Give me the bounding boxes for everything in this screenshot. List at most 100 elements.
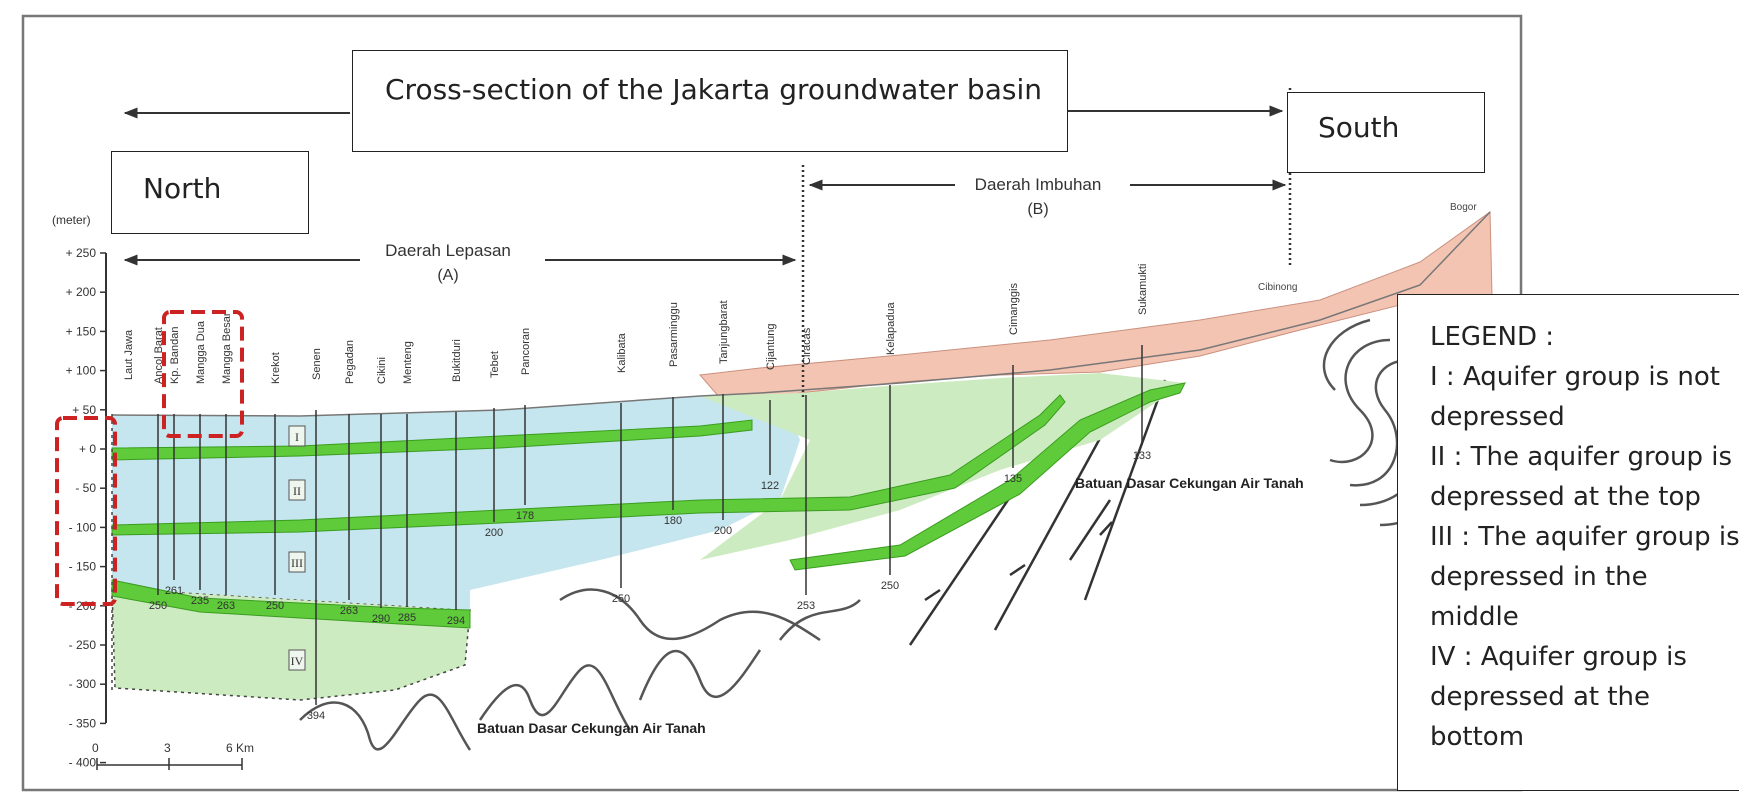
depth-axis-tick-label: + 50	[72, 403, 96, 417]
well-name: Kp. Bandan	[169, 327, 181, 385]
highlight-wells	[162, 310, 244, 438]
depth-axis-tick-label: + 150	[66, 324, 97, 338]
well-name: Laut Jawa	[123, 329, 135, 380]
well-depth-label: 263	[340, 605, 358, 617]
scale-tick-6km: 6 Km	[226, 741, 254, 755]
legend-line: middle	[1430, 602, 1519, 632]
well-depth-label: 250	[612, 593, 630, 605]
well-depth-label: 135	[1004, 473, 1022, 485]
scale-bar	[96, 758, 243, 770]
highlight-depth-range	[55, 416, 117, 606]
depth-axis-tick-label: + 0	[79, 442, 96, 456]
well-name: Pegadan	[344, 340, 356, 384]
well-depth-label: 122	[761, 480, 779, 492]
north-label: North	[143, 172, 222, 205]
well-depth-label: 261	[165, 585, 183, 597]
depth-axis-tick-label: - 400	[69, 756, 97, 770]
well-name: Cimanggis	[1008, 283, 1020, 335]
depth-axis-tick-label: - 50	[75, 481, 96, 495]
well-depth-label: 200	[714, 525, 732, 537]
well-name: Bukitduri	[451, 339, 463, 382]
well-name: Senen	[311, 348, 323, 380]
well-depth-label: 200	[485, 527, 503, 539]
scale-tick-3: 3	[164, 741, 171, 755]
well-name: Cikini	[376, 357, 388, 384]
depth-axis: (meter) + 250 + 200 + 150 + 100 + 50 + 0 - 50 -…	[52, 213, 107, 770]
legend-line: depressed at the top	[1430, 482, 1701, 512]
well-depth-label: 250	[149, 600, 167, 612]
well-name: Kalibata	[616, 332, 628, 373]
well-name: Pancoran	[520, 328, 532, 375]
well-depth-label: 285	[398, 612, 416, 624]
aquifer-marker-label: II	[293, 484, 301, 498]
depth-axis-tick-label: + 250	[66, 246, 97, 260]
aquifer-marker-label: I	[295, 430, 299, 444]
bedrock-label-lower: Batuan Dasar Cekungan Air Tanah	[477, 720, 706, 736]
legend-line: IV : Aquifer group is	[1430, 642, 1687, 672]
well-depth-label: 253	[797, 600, 815, 612]
legend-heading: LEGEND :	[1430, 322, 1554, 352]
south-label-box: South	[1287, 92, 1485, 173]
town-label-bogor: Bogor	[1450, 202, 1477, 213]
well-depth-label: 133	[1133, 450, 1151, 462]
well-name: Kelapadua	[885, 302, 897, 355]
well-depth-label: 180	[664, 515, 682, 527]
depth-axis-tick-label: - 350	[69, 716, 97, 730]
zone-boundaries	[801, 88, 1292, 398]
town-label-cibinong: Cibinong	[1258, 282, 1297, 293]
zone-discharge-code: (A)	[437, 267, 458, 284]
aquifer-marker-box	[288, 649, 306, 671]
well-name: Krekot	[270, 352, 282, 384]
faults	[908, 379, 1167, 646]
well-name: Sukamukti	[1137, 264, 1149, 315]
aquifer-marker-box	[288, 479, 306, 501]
legend-line: bottom	[1430, 722, 1525, 752]
zone-recharge-code: (B)	[1027, 201, 1048, 218]
zone-discharge-name: Daerah Lepasan	[385, 241, 511, 260]
bedrock-label-right: Batuan Dasar Cekungan Air Tanah	[1075, 475, 1304, 491]
well-depth-label: 294	[447, 615, 465, 627]
legend-line: II : The aquifer group is	[1430, 442, 1733, 472]
depth-axis-tick-label: + 200	[66, 285, 97, 299]
title-box: Cross-section of the Jakarta groundwater…	[352, 50, 1068, 152]
south-label: South	[1318, 111, 1400, 144]
legend-line: depressed	[1430, 402, 1565, 432]
diagram-title: Cross-section of the Jakarta groundwater…	[385, 73, 1042, 106]
well-name: Cijantung	[765, 324, 777, 370]
well-name: Ciracas	[801, 327, 813, 365]
depth-axis-tick-label: - 300	[69, 677, 97, 691]
depth-axis-tick-label: - 150	[69, 560, 97, 574]
well-depth-label: 290	[372, 613, 390, 625]
well-depth-label: 263	[217, 600, 235, 612]
well-name: Pasarminggu	[668, 302, 680, 367]
legend-box: LEGEND : I : Aquifer group is not depres…	[1397, 294, 1739, 791]
aquifer-zone-green-wedge	[700, 373, 1185, 560]
depth-axis-tick-label: + 100	[66, 364, 97, 378]
scale-tick-0: 0	[92, 741, 99, 755]
zone-arrows	[123, 105, 1287, 266]
well-depth-label: 394	[307, 710, 325, 722]
well-depth-label: 235	[191, 595, 209, 607]
aquifer-marker-box	[288, 425, 306, 447]
well-name: Mangga Besar	[221, 312, 233, 384]
well-depth-label: 250	[266, 600, 284, 612]
well-depth-label: 178	[516, 510, 534, 522]
depth-axis-tick-label: - 100	[69, 520, 97, 534]
zone-recharge-name: Daerah Imbuhan	[975, 175, 1102, 194]
north-label-box: North	[111, 151, 309, 234]
depth-axis-unit: (meter)	[52, 213, 91, 227]
legend-line: I : Aquifer group is not	[1430, 362, 1720, 392]
legend-line: depressed at the	[1430, 682, 1651, 712]
well-name: Menteng	[402, 341, 414, 384]
well-name: Mangga Dua	[195, 320, 207, 384]
legend-line: depressed in the	[1430, 562, 1648, 592]
aquifer-bands	[111, 382, 1186, 629]
well-name: Tebet	[489, 351, 501, 378]
depth-axis-tick-label: - 250	[69, 638, 97, 652]
aquifer-marker-label: III	[291, 556, 303, 570]
aquifer-marker-label: IV	[291, 654, 304, 668]
legend-line: III : The aquifer group is	[1430, 522, 1739, 552]
aquifer-marker-box	[288, 551, 306, 573]
